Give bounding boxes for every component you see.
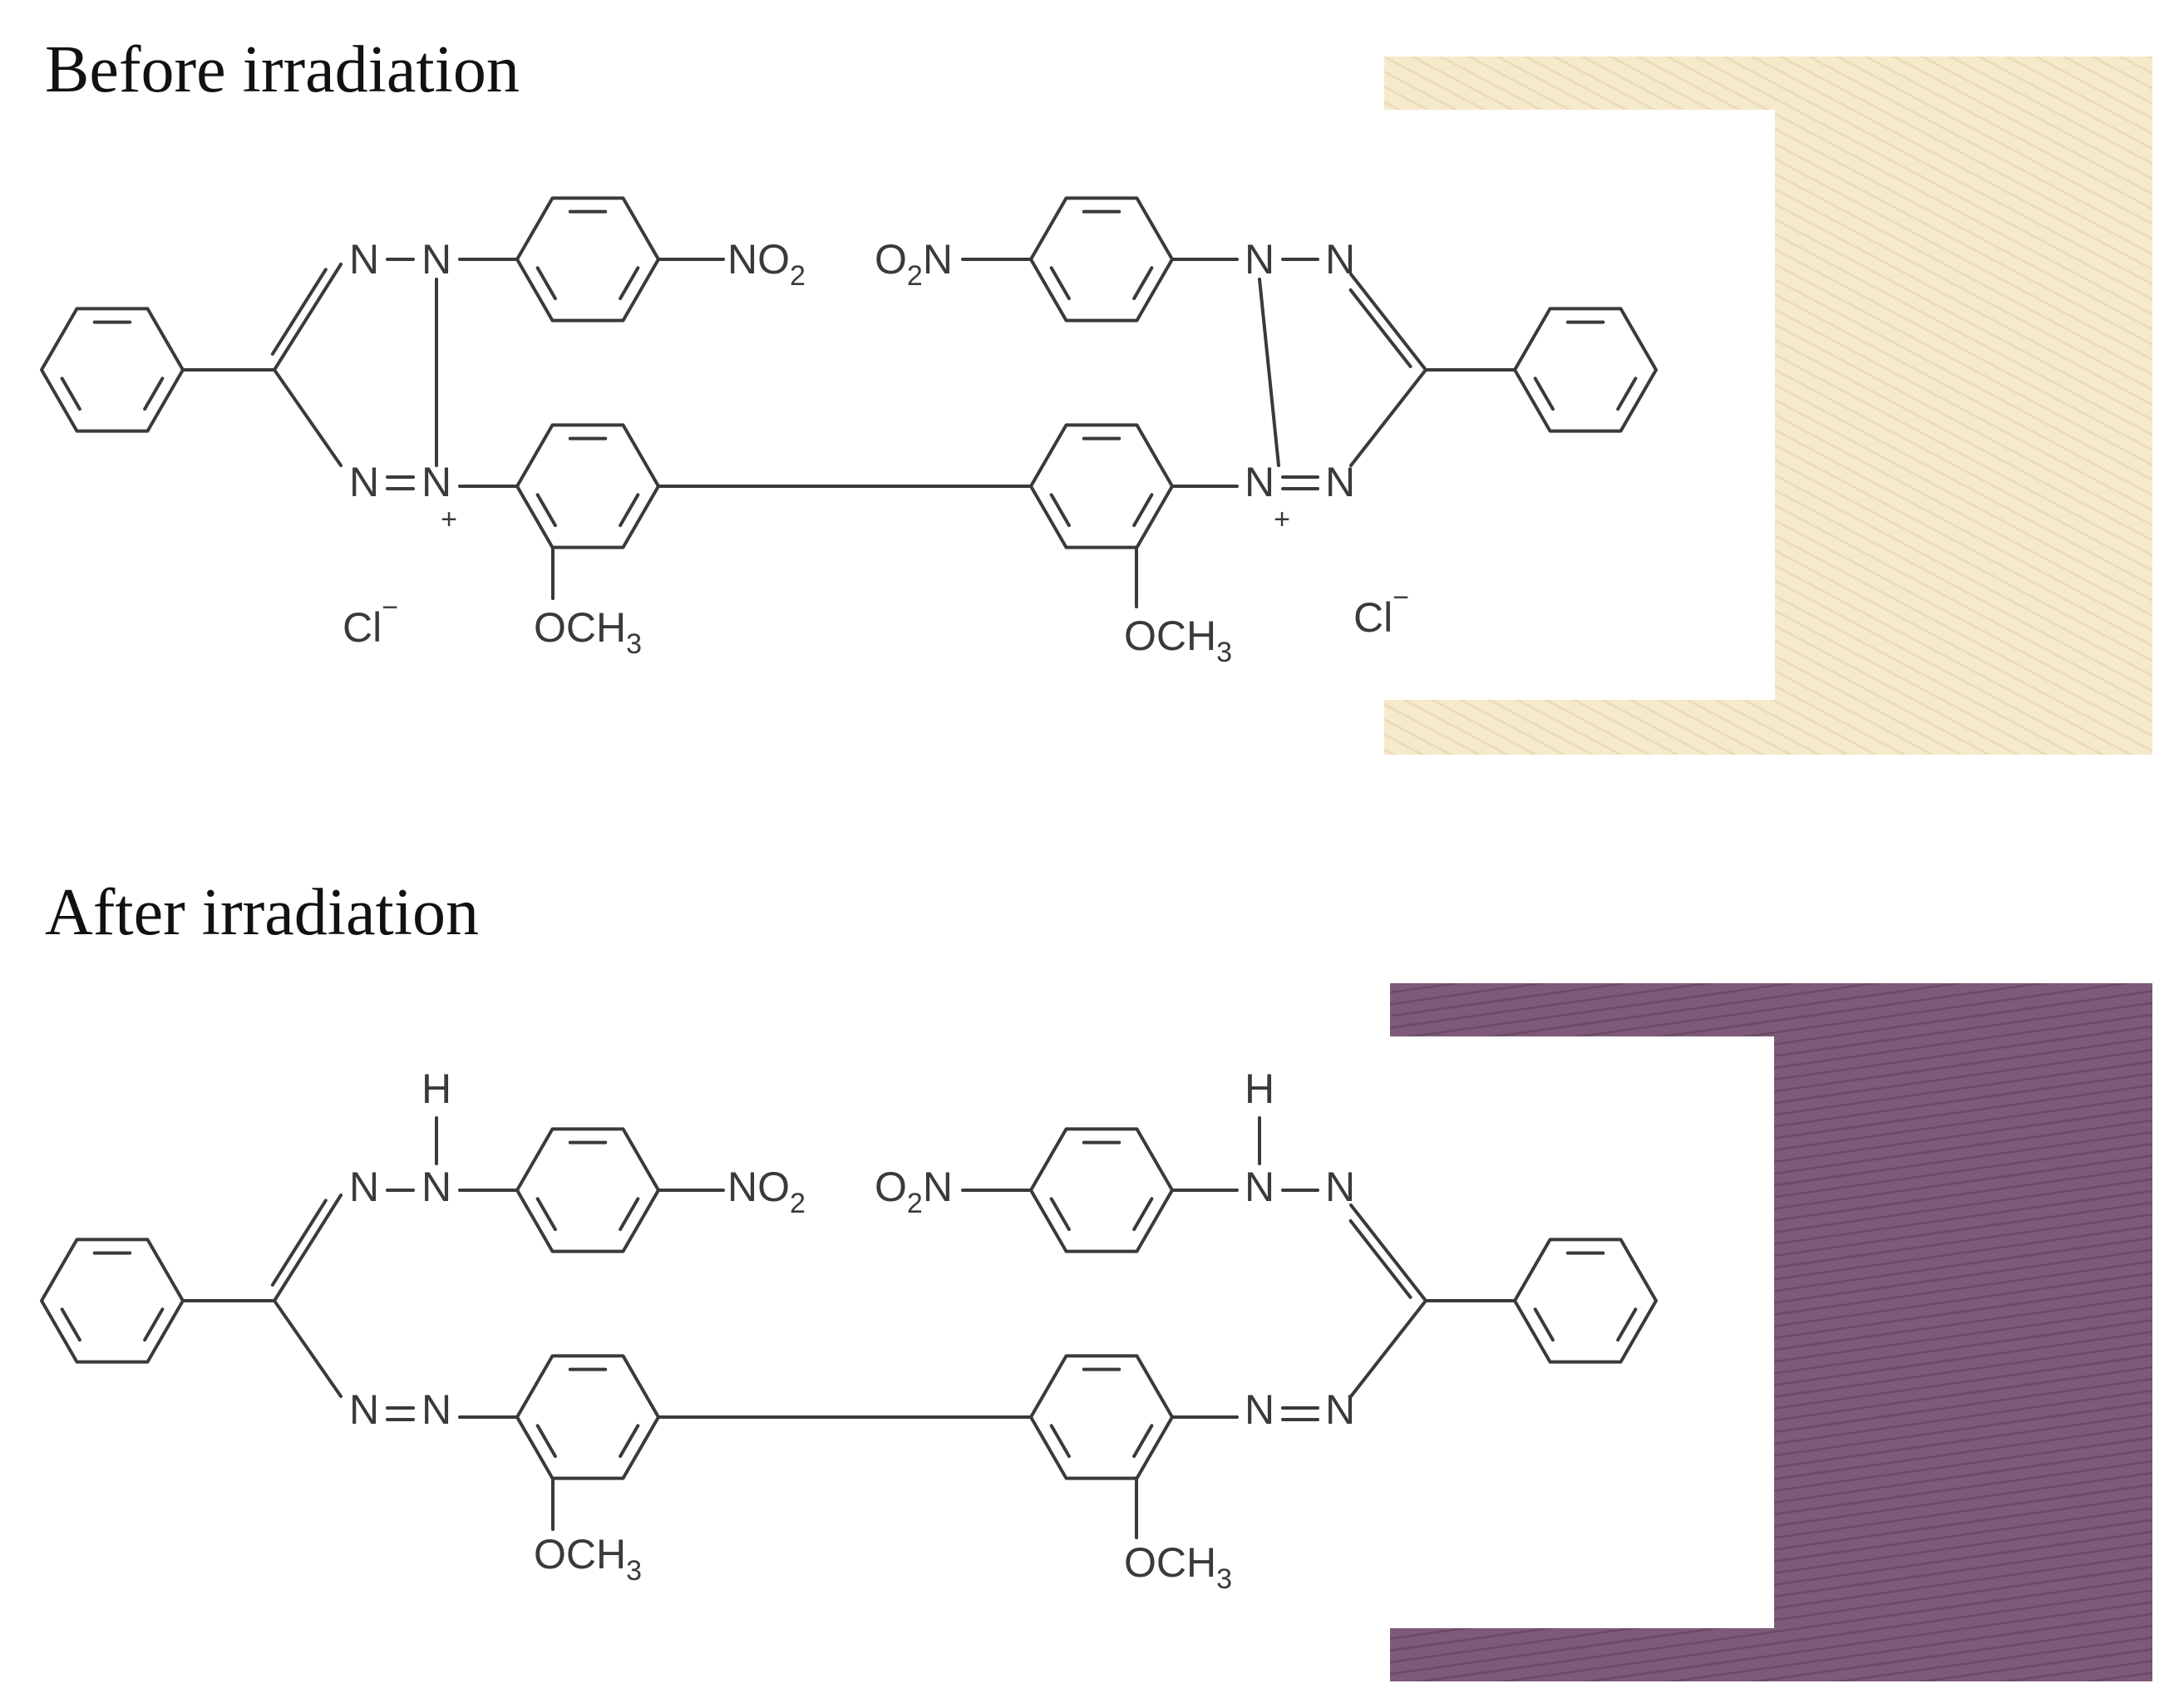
heading-after-irradiation: After irradiation <box>45 876 479 949</box>
methoxy-group: OCH3 <box>1124 613 1232 668</box>
atom-n: N <box>1245 459 1274 505</box>
benzene-ring <box>40 307 185 433</box>
benzene-ring <box>515 196 660 322</box>
methoxy-group: OCH3 <box>534 604 642 660</box>
bond <box>1349 368 1427 467</box>
tetrazolium-bonds <box>40 196 1658 608</box>
bond <box>1049 493 1071 528</box>
nitro-group: NO2 <box>727 1164 806 1219</box>
bond <box>1348 1218 1412 1299</box>
bond <box>1132 1197 1154 1232</box>
bond <box>273 263 343 372</box>
heading-before-irradiation: Before irradiation <box>45 33 520 106</box>
bond <box>1049 1197 1071 1232</box>
chloride-ion: Cl− <box>343 592 398 651</box>
bond <box>1349 1299 1427 1398</box>
bond <box>1349 273 1427 372</box>
benzene-ring <box>1513 307 1658 433</box>
bond <box>1533 377 1555 411</box>
bond <box>619 1197 640 1232</box>
benzene-ring <box>1029 1127 1174 1253</box>
benzene-ring <box>515 1127 660 1253</box>
bond <box>1049 1424 1071 1459</box>
benzene-ring <box>40 1238 185 1364</box>
benzene-ring <box>515 423 660 549</box>
plus-charge: + <box>1274 504 1290 535</box>
formazan-atom-labels: H H N N N N NO2 O2N N N N N OCH3 OCH3 <box>349 1066 1355 1595</box>
benzene-ring <box>1029 423 1174 549</box>
bond <box>1616 377 1638 411</box>
bond <box>1049 266 1071 301</box>
bond <box>535 266 557 301</box>
atom-n: N <box>421 1164 451 1210</box>
benzene-ring <box>515 1354 660 1480</box>
atom-n: N <box>1245 236 1274 283</box>
plus-charge: + <box>441 504 457 535</box>
atom-h: H <box>1245 1066 1274 1112</box>
tetrazolium-atom-labels: N N N N + NO2 O2N N N N N + Cl− Cl− OCH3… <box>343 236 1409 668</box>
nitro-group: NO2 <box>727 236 806 292</box>
bond <box>143 377 165 411</box>
bond <box>1349 1203 1427 1302</box>
atom-n: N <box>1245 1386 1274 1433</box>
bond <box>1533 1307 1555 1342</box>
atom-h: H <box>421 1066 451 1112</box>
bond <box>619 493 640 528</box>
atom-n: N <box>1325 1164 1355 1210</box>
bond <box>1616 1307 1638 1342</box>
formazan-bonds <box>40 1116 1658 1539</box>
methoxy-group: OCH3 <box>534 1531 642 1587</box>
atom-n: N <box>421 236 451 283</box>
bond <box>1258 278 1280 467</box>
bond <box>1132 493 1154 528</box>
bond <box>60 1307 81 1342</box>
atom-n: N <box>1325 459 1355 505</box>
bond <box>143 1307 165 1342</box>
benzene-ring <box>1513 1238 1658 1364</box>
bond <box>619 1424 640 1459</box>
bond <box>273 1194 343 1302</box>
benzene-ring <box>1029 196 1174 322</box>
atom-n: N <box>421 459 451 505</box>
methoxy-group: OCH3 <box>1124 1539 1232 1595</box>
atom-n: N <box>349 1386 379 1433</box>
bond <box>273 1299 343 1398</box>
atom-n: N <box>1245 1164 1274 1210</box>
bond <box>535 1424 557 1459</box>
nitro-group: O2N <box>875 236 953 292</box>
bond <box>270 1199 328 1287</box>
atom-n: N <box>1325 1386 1355 1433</box>
chloride-ion: Cl− <box>1353 582 1409 641</box>
bond <box>1132 266 1154 301</box>
bond <box>619 266 640 301</box>
bond <box>60 377 81 411</box>
bond <box>1348 288 1412 368</box>
bond <box>270 268 328 356</box>
benzene-ring <box>1029 1354 1174 1480</box>
atom-n: N <box>1325 236 1355 283</box>
atom-n: N <box>349 236 379 283</box>
fabric-swatch-after <box>1390 983 2152 1681</box>
atom-n: N <box>349 459 379 505</box>
bond <box>535 1197 557 1232</box>
bond <box>1132 1424 1154 1459</box>
bond <box>535 493 557 528</box>
fabric-swatch-before <box>1384 57 2152 755</box>
bond <box>273 368 343 467</box>
nitro-group: O2N <box>875 1164 953 1219</box>
atom-n: N <box>349 1164 379 1210</box>
atom-n: N <box>421 1386 451 1433</box>
